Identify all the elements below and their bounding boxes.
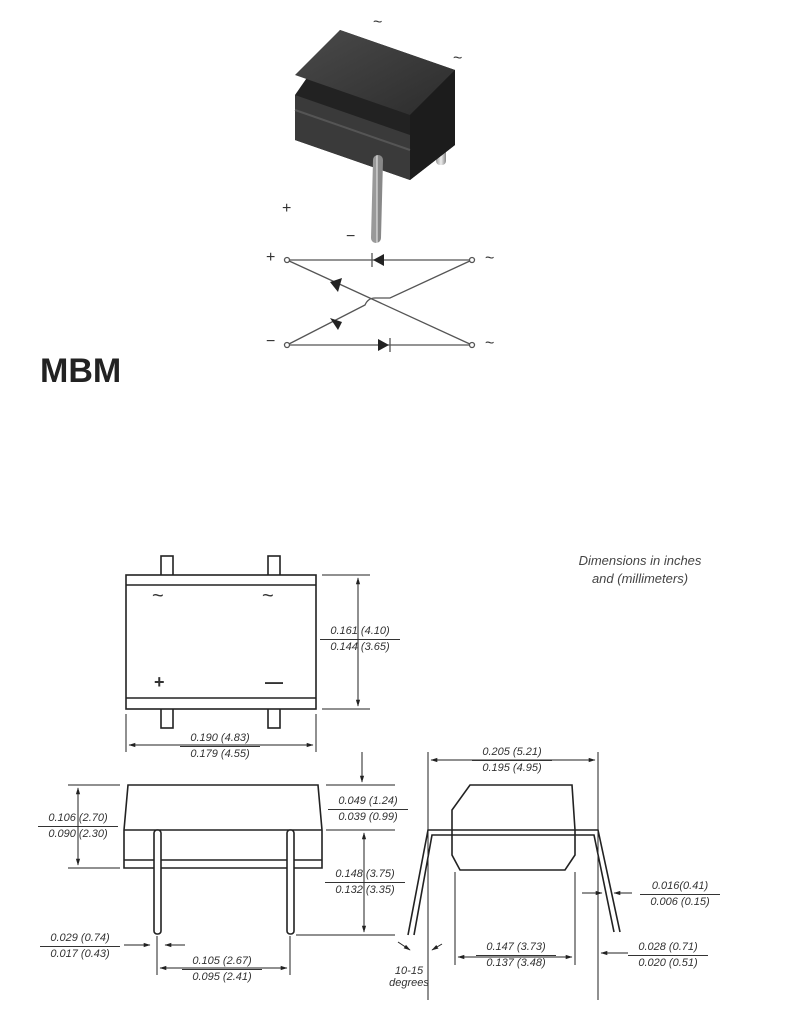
pin-label-minus: − <box>346 228 356 245</box>
dim-inner-span: 0.147 (3.73)0.137 (3.48) <box>476 941 556 970</box>
dim-lead-thickness: 0.016(0.41)0.006 (0.15) <box>640 880 720 909</box>
dim-top-width: 0.190 (4.83)0.179 (4.55) <box>180 732 260 761</box>
dim-standoff: 0.049 (1.24)0.039 (0.99) <box>328 795 408 824</box>
marking-ac-left: ~ <box>152 585 164 607</box>
marking-minus: — <box>265 672 283 692</box>
dim-lead-pitch: 0.105 (2.67)0.095 (2.41) <box>182 955 262 984</box>
pin-label-ac2: ~ <box>453 50 463 67</box>
bridge-schematic <box>283 253 476 352</box>
dim-lead-width: 0.029 (0.74)0.017 (0.43) <box>40 932 120 961</box>
marking-plus: + <box>154 672 165 692</box>
units-note: Dimensions in inches and (millimeters) <box>540 552 740 588</box>
dim-overall-width: 0.205 (5.21)0.195 (4.95) <box>472 746 552 775</box>
pin-label-plus: + <box>282 200 292 217</box>
schematic-ac-bottom: ~ <box>485 335 495 352</box>
dim-body-height: 0.106 (2.70)0.090 (2.30) <box>38 812 118 841</box>
part-title: MBM <box>40 352 122 390</box>
pin-label-ac1: ~ <box>373 14 383 31</box>
units-note-line1: Dimensions in inches <box>578 553 702 568</box>
dim-top-height: 0.161 (4.10)0.144 (3.65) <box>320 625 400 654</box>
end-view-outline <box>397 752 632 1000</box>
marking-ac-right: ~ <box>262 585 274 607</box>
schematic-minus: − <box>266 333 276 350</box>
units-note-line2: and (millimeters) <box>591 571 689 586</box>
top-view-outline <box>125 555 370 752</box>
package-3d-illustration <box>294 30 455 243</box>
schematic-plus: + <box>266 249 276 266</box>
dim-foot-offset: 0.028 (0.71)0.020 (0.51) <box>628 941 708 970</box>
side-view-outline <box>68 752 395 975</box>
dim-lead-length: 0.148 (3.75)0.132 (3.35) <box>325 868 405 897</box>
schematic-ac-top: ~ <box>485 250 495 267</box>
